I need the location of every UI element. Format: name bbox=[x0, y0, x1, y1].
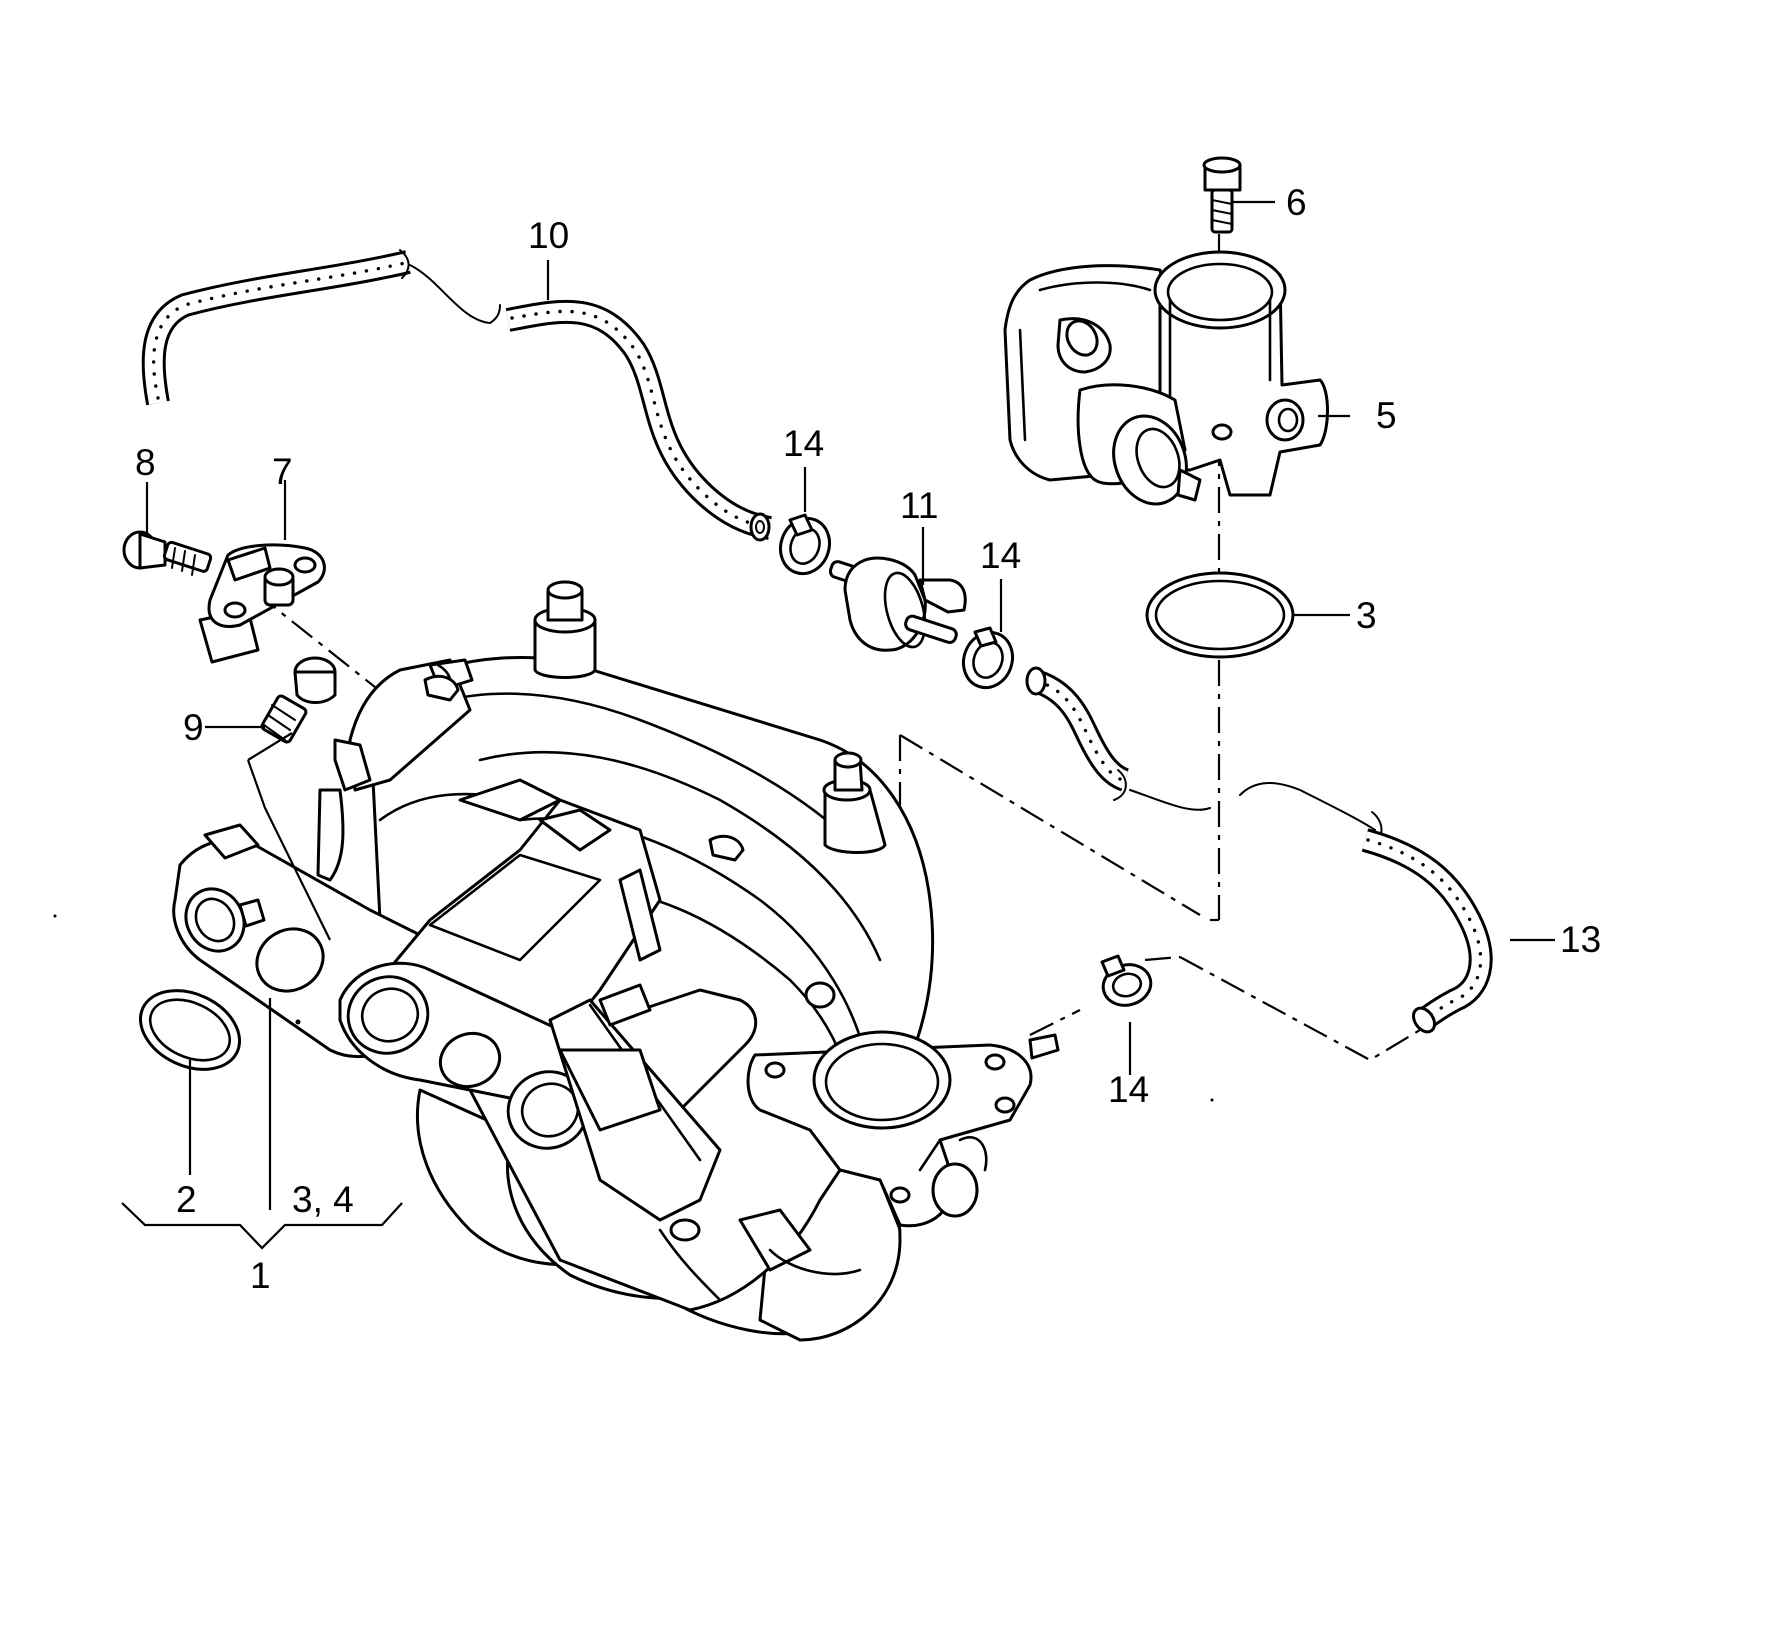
breather-valve-11 bbox=[828, 556, 967, 652]
callout-14-middle: 14 bbox=[980, 535, 1021, 576]
o-ring-3 bbox=[1145, 571, 1295, 659]
intake-manifold-1 bbox=[172, 580, 1060, 1342]
callout-labels: 6 10 5 14 8 7 11 14 3 9 13 14 2 3, 4 1 bbox=[135, 182, 1601, 1296]
callout-10: 10 bbox=[528, 215, 569, 256]
callout-9: 9 bbox=[183, 707, 204, 748]
bolt-6 bbox=[1202, 156, 1242, 234]
callout-8: 8 bbox=[135, 442, 156, 483]
hose-clamp-14-lower bbox=[1100, 954, 1153, 1007]
bolt-8 bbox=[122, 530, 213, 576]
callout-13: 13 bbox=[1560, 919, 1601, 960]
o-ring-2 bbox=[138, 989, 242, 1071]
callout-3: 3 bbox=[1356, 595, 1377, 636]
bolt-9 bbox=[260, 656, 337, 744]
leader-lines bbox=[121, 200, 1555, 1250]
callout-6: 6 bbox=[1286, 182, 1307, 223]
callout-7: 7 bbox=[272, 451, 293, 492]
callout-1: 1 bbox=[250, 1255, 271, 1296]
hose-clamp-14-upper bbox=[778, 513, 832, 576]
vent-hose-10 bbox=[141, 249, 773, 542]
throttle-body-5 bbox=[1003, 250, 1329, 506]
sensor-7 bbox=[198, 543, 326, 664]
scan-specks bbox=[53, 914, 1214, 1102]
vent-hose-13 bbox=[1025, 666, 1493, 1034]
callout-14-upper: 14 bbox=[783, 423, 824, 464]
callout-3-4: 3, 4 bbox=[292, 1179, 354, 1220]
callout-5: 5 bbox=[1376, 395, 1397, 436]
callout-14-lower: 14 bbox=[1108, 1069, 1149, 1110]
callout-11: 11 bbox=[900, 485, 938, 526]
hose-clamp-14-middle bbox=[961, 626, 1015, 690]
callout-2: 2 bbox=[176, 1179, 197, 1220]
